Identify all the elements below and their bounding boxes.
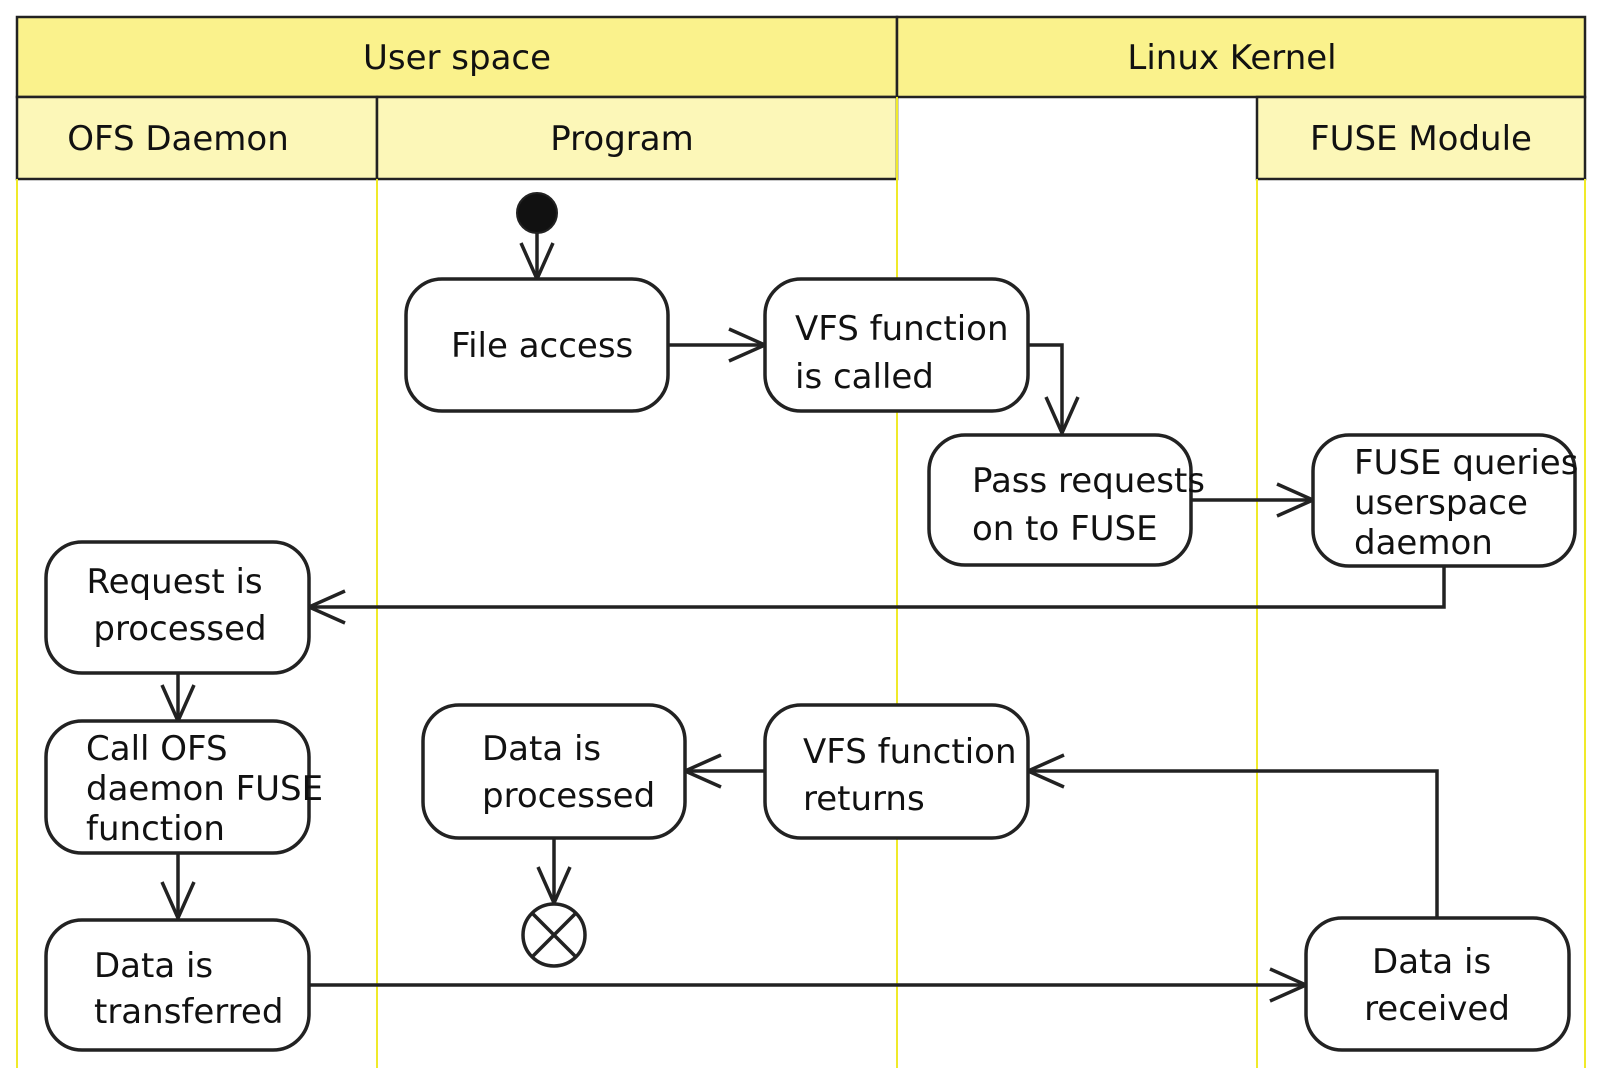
node-vfs-returns [763, 703, 1030, 840]
label-request-processed: Request is processed [87, 562, 274, 649]
flow-edges [178, 233, 1446, 985]
node-call-ofs [44, 719, 311, 855]
lane-title-fuse-module: FUSE Module [1310, 119, 1532, 159]
label-data-received: Data is received [1364, 942, 1510, 1029]
edge-fuse-queries-to-request-processed [309, 566, 1446, 607]
label-pass-requests: Pass requests on to FUSE [972, 461, 1216, 549]
label-call-ofs: Call OFS daemon FUSE function [86, 729, 334, 849]
node-vfs-called [763, 277, 1030, 413]
swimlane-lines [16, 97, 1586, 1068]
label-data-transferred: Data is transferred [94, 946, 283, 1032]
node-file-access [404, 277, 670, 413]
lane-header-ofs-daemon [15, 95, 379, 181]
label-vfs-returns: VFS function returns [803, 732, 1027, 819]
node-data-transferred [44, 918, 311, 1052]
node-request-processed [44, 540, 311, 675]
node-data-processed [421, 703, 687, 840]
lane-header-fuse-module [1255, 95, 1587, 181]
linux-kernel-title: Linux Kernel [1127, 38, 1336, 78]
edge-vfs-called-to-pass-requests [1028, 343, 1062, 433]
node-fuse-queries [1311, 433, 1577, 568]
label-data-processed: Data is processed [482, 729, 655, 816]
node-data-received [1304, 916, 1571, 1052]
label-file-access: File access [451, 326, 633, 366]
user-space-header [15, 15, 899, 99]
lane-title-program: Program [550, 119, 693, 159]
user-space-title: User space [363, 38, 551, 78]
label-vfs-called: VFS function is called [795, 309, 1019, 397]
node-pass-requests [927, 433, 1193, 567]
edge-data-received-to-vfs-returns [1028, 771, 1439, 918]
lane-title-ofs-daemon: OFS Daemon [67, 119, 289, 159]
linux-kernel-header [895, 15, 1587, 99]
initial-node [516, 192, 558, 234]
label-fuse-queries: FUSE queries userspace daemon [1354, 443, 1589, 563]
final-node [521, 902, 587, 968]
